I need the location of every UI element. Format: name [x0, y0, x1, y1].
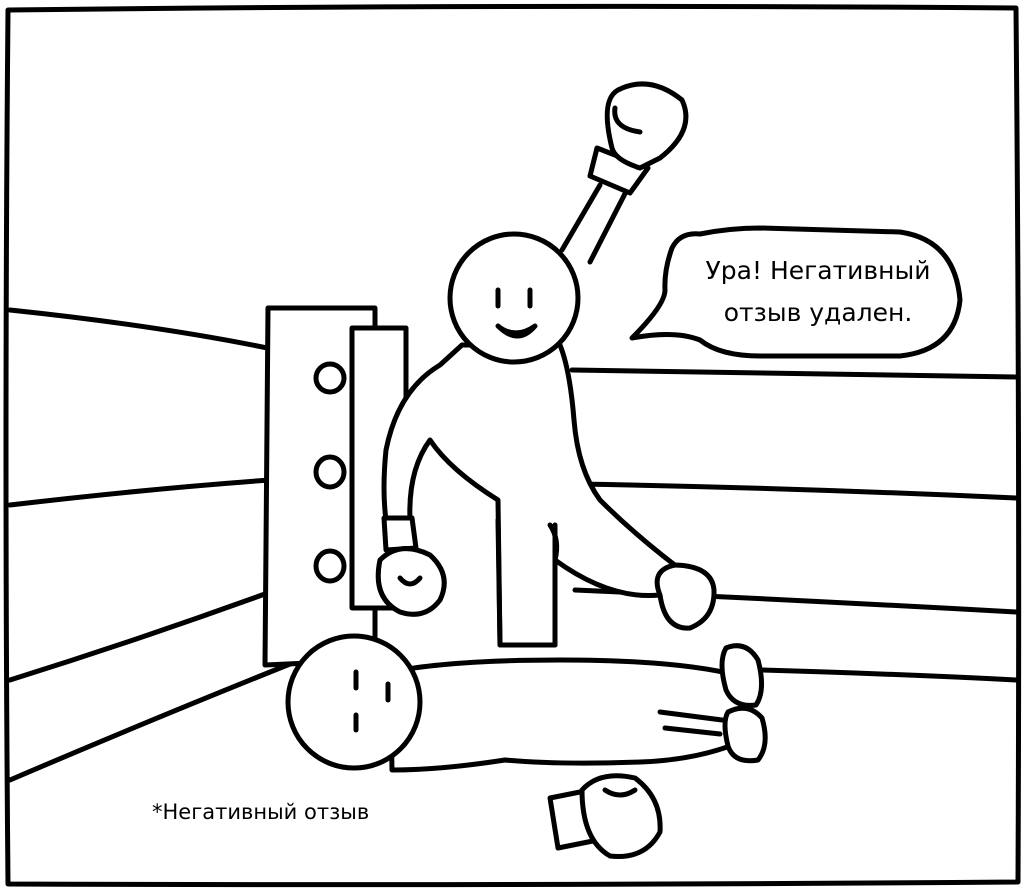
speech-bubble — [629, 225, 963, 359]
winner-smile — [495, 323, 538, 339]
winner-figure — [375, 81, 717, 648]
speech-bubble-text: Ура! Негативный отзыв удален. — [668, 250, 968, 334]
knocked-head — [285, 633, 423, 771]
knocked-out-figure — [285, 633, 768, 859]
speech-line-2: отзыв удален. — [723, 298, 913, 327]
knocked-glove — [579, 773, 663, 859]
raised-glove — [604, 81, 689, 171]
caption-label: *Негативный отзыв — [152, 800, 370, 824]
lower-glove-cuff — [381, 515, 419, 553]
panel-border — [3, 3, 1022, 888]
winner-head — [447, 231, 581, 365]
ring-ropes-right — [569, 367, 1019, 683]
speech-line-1: Ура! Негативный — [705, 256, 931, 285]
ring-corner-post — [262, 305, 409, 668]
